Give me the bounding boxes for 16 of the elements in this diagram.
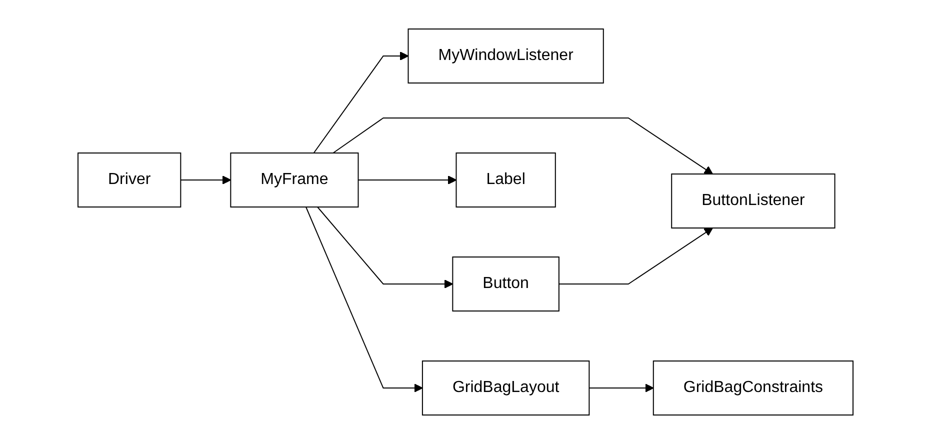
- node-box: Button: [452, 256, 560, 312]
- arrow: [314, 52, 410, 154]
- node-box: Label: [456, 152, 556, 208]
- arrow: [333, 118, 714, 174]
- arrow: [589, 384, 654, 392]
- node-box: GridBagLayout: [422, 360, 590, 416]
- arrow: [358, 176, 458, 184]
- arrow: [558, 228, 714, 284]
- node-box: Driver: [78, 152, 182, 208]
- node-box: MyFrame: [230, 152, 360, 208]
- arrow: [180, 176, 232, 184]
- node-box: GridBagConstraints: [653, 360, 854, 416]
- node-box: MyWindowListener: [408, 28, 604, 84]
- node-box: ButtonListener: [672, 174, 836, 228]
- arrow: [317, 206, 454, 288]
- arrow: [306, 206, 424, 392]
